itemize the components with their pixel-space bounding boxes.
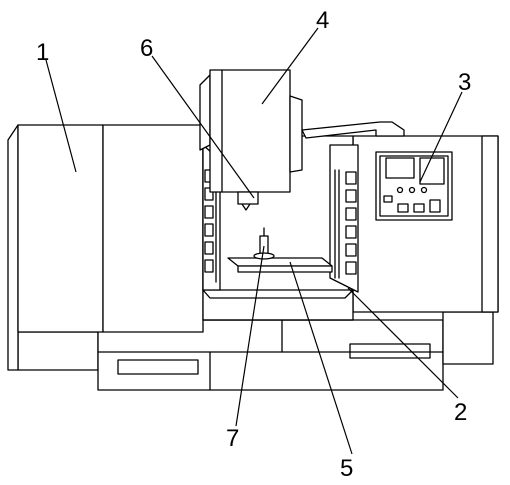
- panel-screen-left: [385, 157, 415, 179]
- leader-4: [261, 27, 319, 105]
- leader-7: [235, 245, 265, 427]
- panel-screen-right: [419, 157, 445, 185]
- worktable: [227, 257, 333, 273]
- base-slot-left: [117, 359, 199, 375]
- cutting-tool: [241, 203, 251, 211]
- leader-6: [151, 55, 255, 199]
- label-4: 4: [316, 7, 329, 34]
- leader-lines: [45, 27, 463, 455]
- label-5: 5: [340, 455, 353, 482]
- control-arm: [301, 121, 405, 139]
- leader-3: [419, 91, 463, 183]
- leader-2: [347, 287, 459, 399]
- label-1: 1: [36, 39, 49, 66]
- spindle-head: [199, 69, 303, 211]
- workpiece-fixture: [253, 227, 275, 260]
- label-2: 2: [454, 399, 467, 426]
- right-door: [329, 144, 359, 293]
- control-panel: [375, 151, 453, 221]
- label-7: 7: [226, 425, 239, 452]
- base-slot-right: [349, 343, 431, 359]
- part-labels: 1 2 3 4 5 6 7: [36, 7, 471, 482]
- leader-5: [289, 261, 353, 455]
- spindle-nose: [237, 191, 259, 205]
- leader-1: [45, 59, 77, 173]
- left-enclosure: [7, 124, 204, 371]
- label-6: 6: [140, 35, 153, 62]
- label-3: 3: [458, 69, 471, 96]
